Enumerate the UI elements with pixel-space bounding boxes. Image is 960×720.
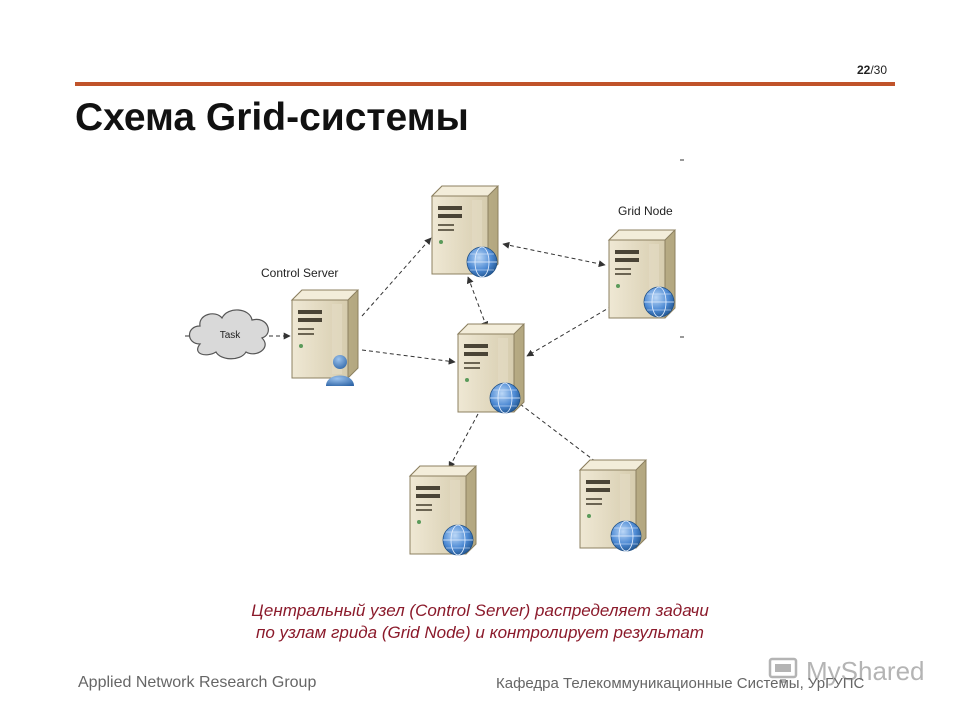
connection-lines [185, 237, 613, 469]
globe-icon [442, 524, 474, 556]
watermark-logo: MyShared [768, 656, 925, 687]
caption-line-2: по узлам грида (Grid Node) и контролируе… [256, 623, 704, 642]
grid-node-bottom-right-icon [579, 459, 647, 552]
control-server-icon [291, 289, 359, 386]
diagram-caption: Центральный узел (Control Server) распре… [140, 600, 820, 644]
edge-top-node-to-center-node [466, 276, 489, 329]
page-number-current: 22 [856, 63, 871, 77]
slide-title: Схема Grid-системы [75, 96, 469, 139]
grid-node-right-icon [608, 229, 676, 319]
footer-left-text: Applied Network Research Group [78, 674, 317, 691]
edge-center-to-bottom-left-node [448, 413, 479, 469]
control-server-label: Control Server [261, 266, 338, 280]
globe-icon [610, 520, 642, 552]
globe-icon [466, 246, 498, 278]
edge-control-to-top-node [361, 237, 432, 317]
monitor-icon [768, 657, 798, 683]
globe-icon [489, 382, 521, 414]
caption-line-1: Центральный узел (Control Server) распре… [251, 601, 709, 620]
edge-right-node-to-center-node [526, 305, 613, 357]
grid-node-top-icon [431, 185, 499, 278]
task-cloud-icon: Task [188, 309, 269, 360]
page-number-total: /30 [870, 63, 887, 77]
globe-icon [643, 286, 675, 318]
edge-center-to-bottom-right-node [519, 403, 605, 469]
task-label: Task [220, 330, 242, 341]
grid-node-label: Grid Node [618, 204, 673, 218]
grid-node-bottom-left-icon [409, 465, 477, 556]
grid-node-center-icon [457, 323, 525, 414]
watermark-text: MyShared [806, 656, 925, 686]
page-number: 22/30 [857, 63, 887, 77]
edge-top-node-to-right-node [502, 241, 606, 268]
header-divider-line [75, 82, 895, 86]
edge-control-to-center-node [361, 349, 456, 365]
user-icon [326, 355, 354, 386]
footer-right-text: Кафедра Телекоммуникационные Системы, Ур… [496, 675, 865, 692]
